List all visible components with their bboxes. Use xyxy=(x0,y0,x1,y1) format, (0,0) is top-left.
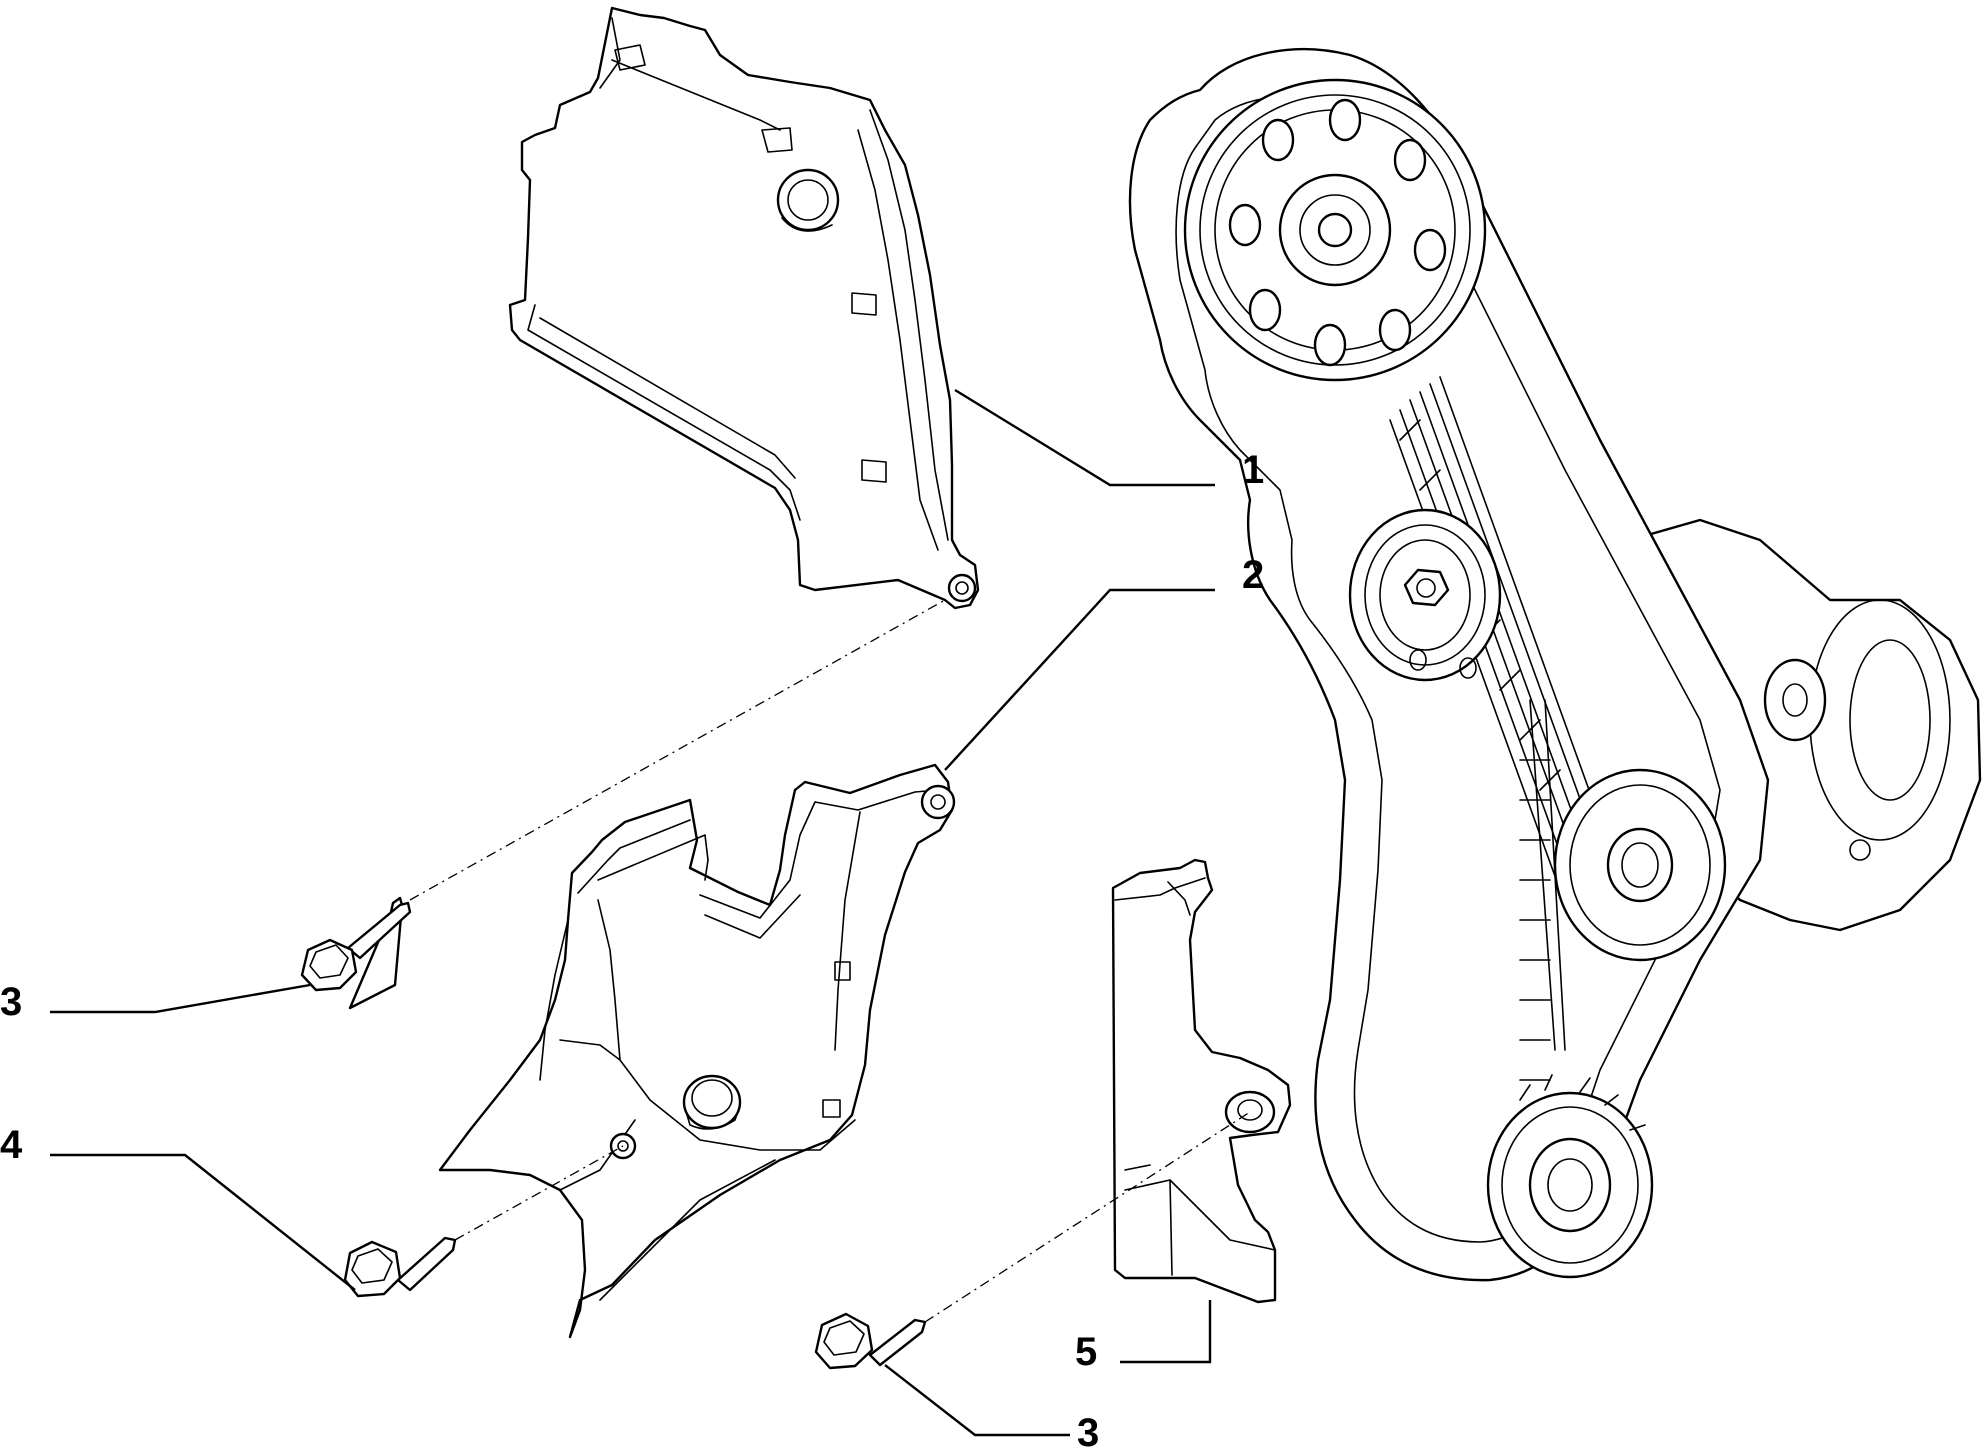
cover-bracket xyxy=(1111,858,1292,1304)
alignment-lines xyxy=(409,599,1251,1323)
callout-4: 4 xyxy=(0,1123,23,1167)
lower-timing-cover xyxy=(438,763,956,1339)
callout-5: 5 xyxy=(1075,1330,1097,1374)
callout-3-lower: 3 xyxy=(1077,1411,1099,1450)
callout-1: 1 xyxy=(1242,448,1264,492)
timing-belt-assembly xyxy=(1128,48,1982,1282)
upper-timing-cover xyxy=(508,6,980,610)
callout-3-upper: 3 xyxy=(0,980,22,1024)
bolt-lower-left xyxy=(343,1236,457,1298)
callout-2: 2 xyxy=(1242,553,1264,597)
leader-lines xyxy=(50,388,1215,1437)
bolt-upper-left xyxy=(300,896,412,1010)
bolt-bottom xyxy=(814,1312,927,1370)
